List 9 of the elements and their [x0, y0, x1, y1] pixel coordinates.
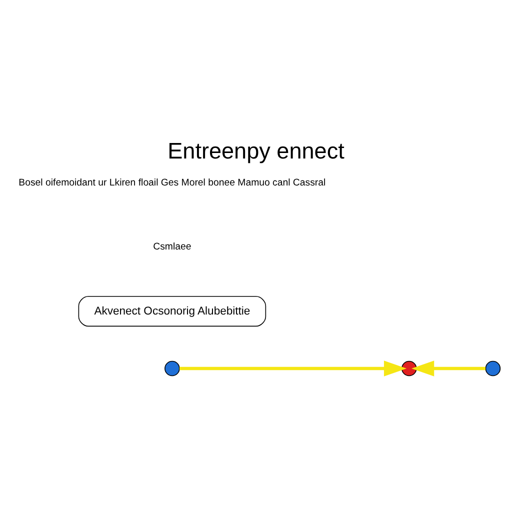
node-circle: [401, 360, 417, 376]
label: Bosel oifemoidant ur Lkiren floail Ges Morel bonee Mamuo canl Cassral: [18, 177, 326, 188]
label: Csmlaee: [153, 240, 192, 252]
node-circle: [485, 360, 501, 376]
node-circle: [164, 360, 180, 376]
arrow: [180, 360, 407, 376]
arrow: [412, 360, 486, 376]
node-box: Akvenect Ocsonorig Alubebittie: [78, 296, 266, 326]
diagram-title: Entreenpy ennect: [168, 138, 344, 163]
